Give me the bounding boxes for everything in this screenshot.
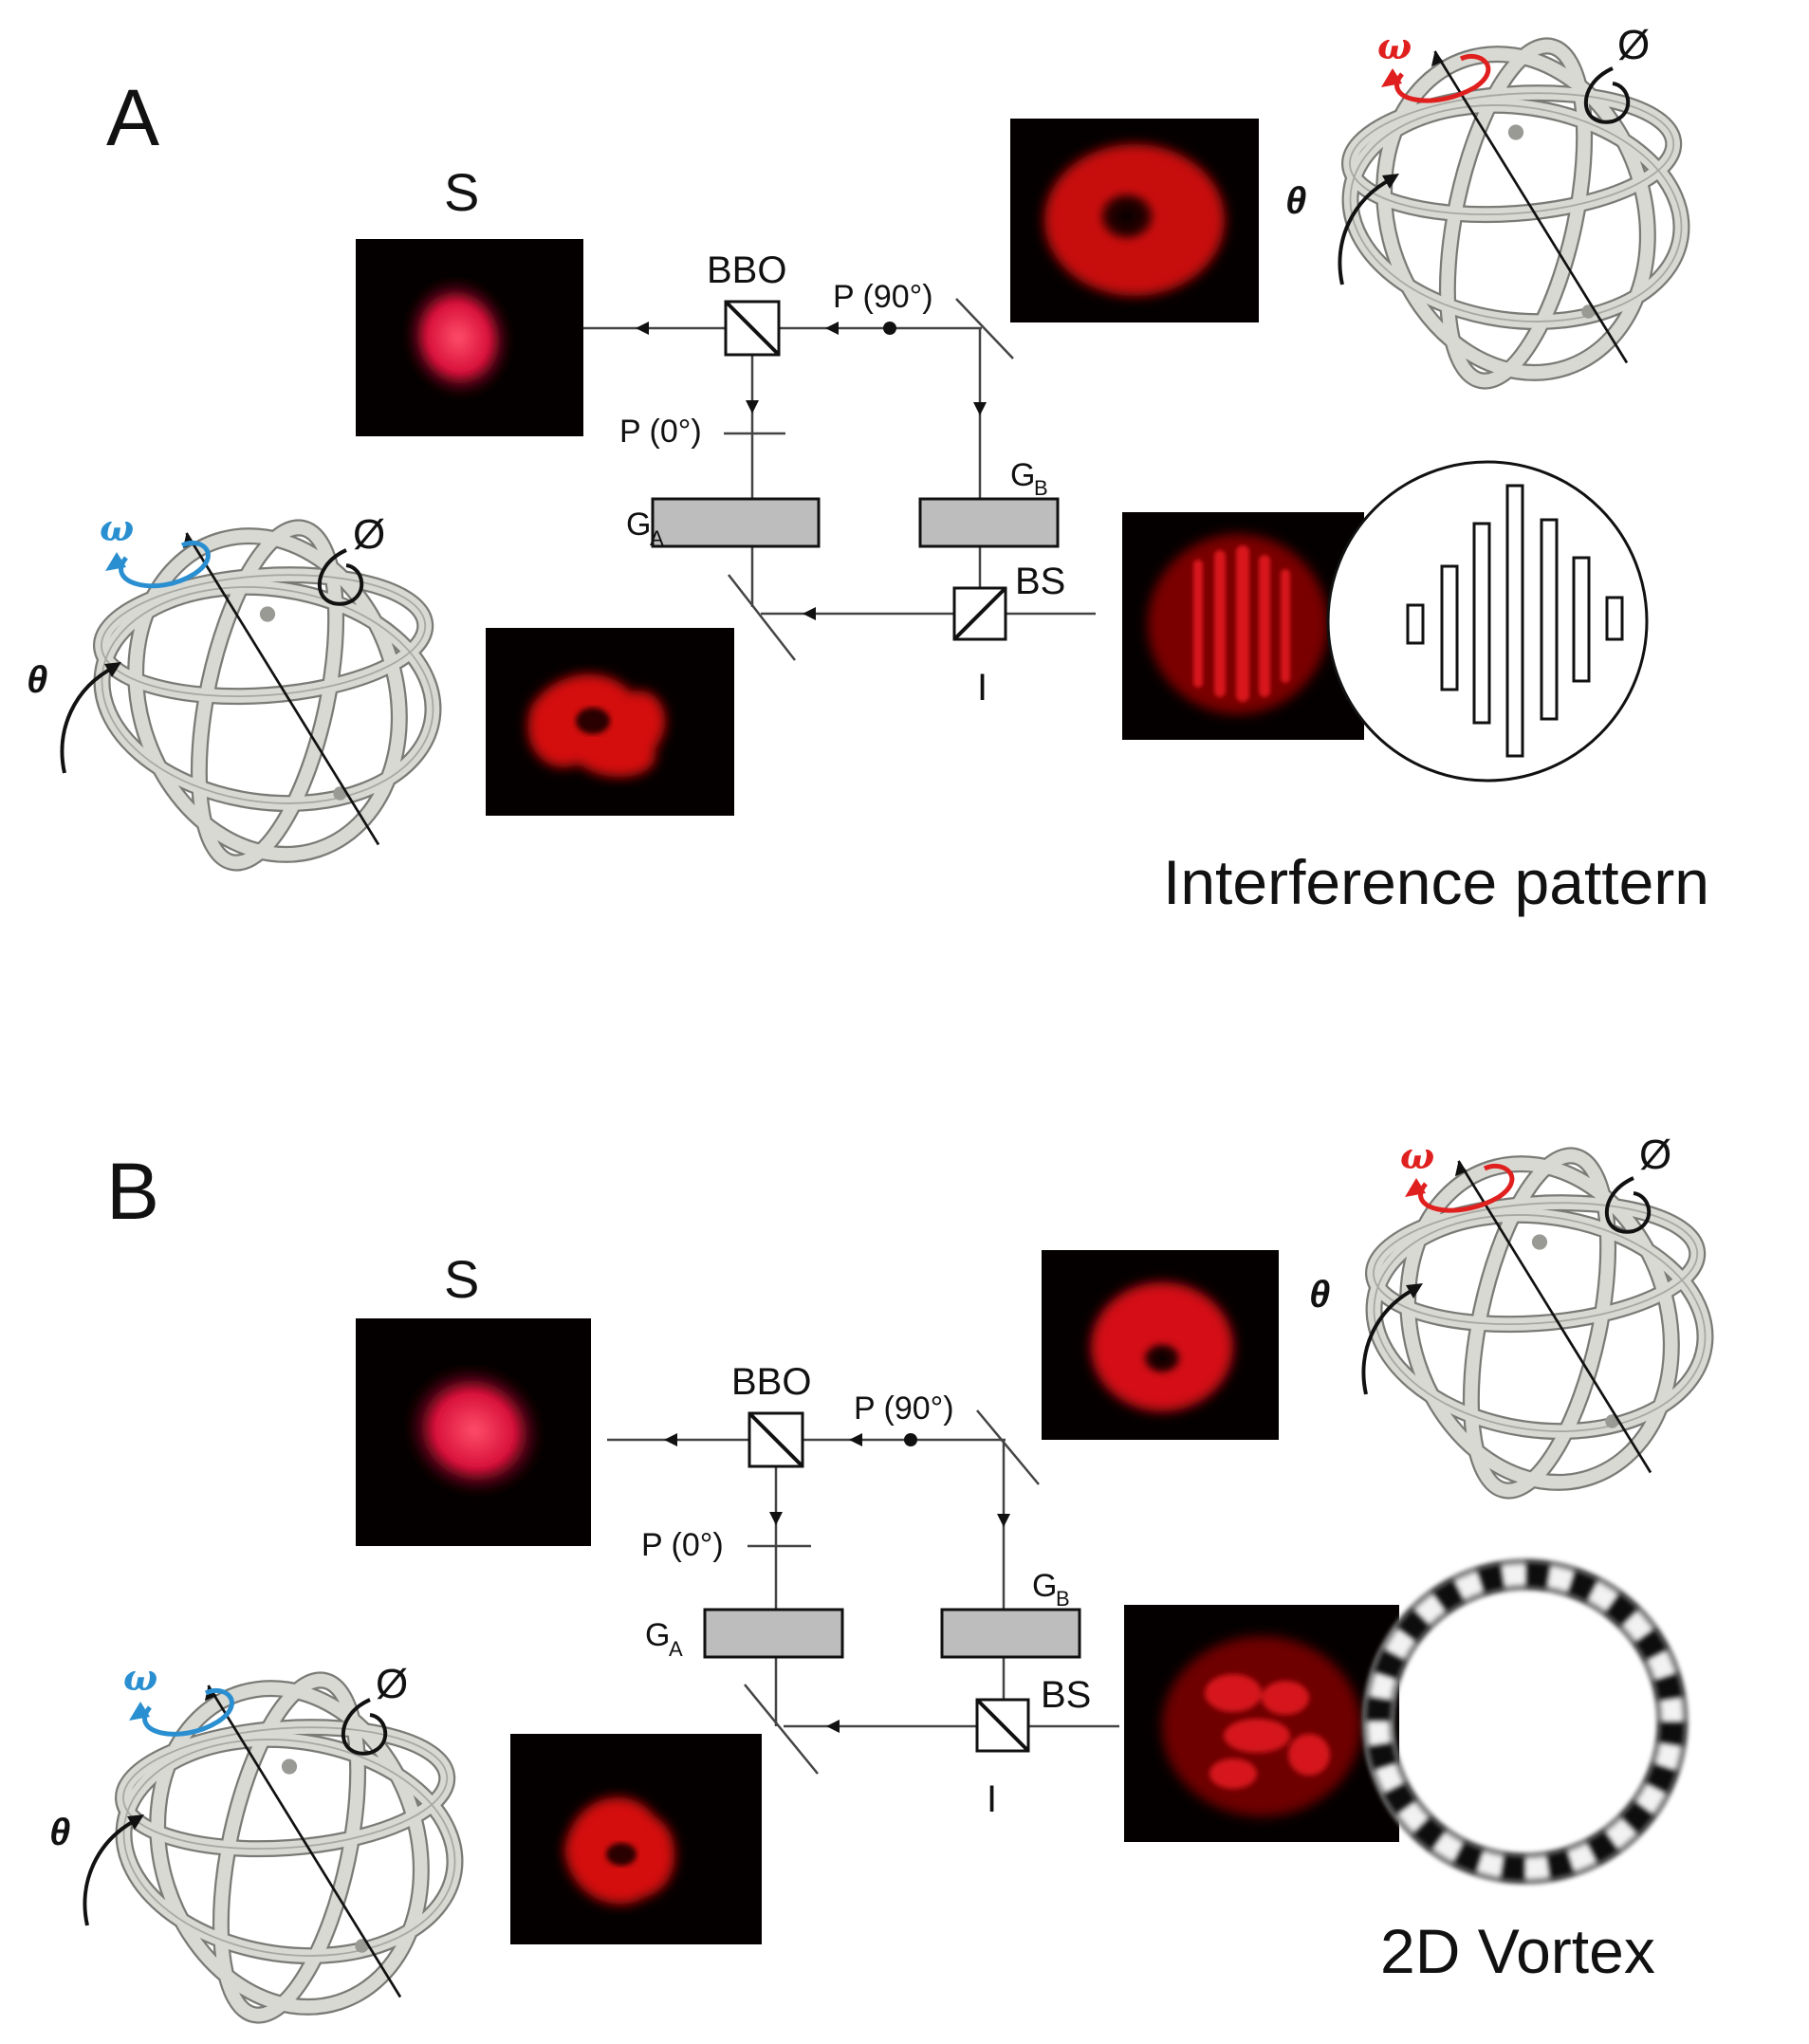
bbo-label: BBO (707, 249, 786, 291)
polarizer-signal-label: P (90°) (854, 1390, 954, 1427)
theta-rotation-arrow-bottom (83, 1817, 138, 1926)
optical-path (583, 298, 1096, 661)
grating-b (940, 1608, 1081, 1659)
bs-label: BS (1041, 1674, 1091, 1716)
theta-symbol-bottom: θ (49, 1812, 70, 1853)
polarizer-idler-label: P (0°) (641, 1527, 724, 1563)
phi-symbol: Ø (1617, 22, 1650, 68)
theta-rotation-arrow-bottom (60, 665, 116, 774)
vortex-ring-schematic (1362, 1558, 1689, 1885)
detected-beam-image (1124, 1605, 1399, 1842)
panel-a: A S BBO P (90°) P (0°) (27, 20, 1709, 917)
signal-beam-image (1010, 119, 1259, 322)
grating-a-label: G (645, 1617, 670, 1653)
source-label: S (444, 1249, 479, 1309)
orientation-sphere-bottom (88, 502, 448, 890)
theta-symbol-bottom: θ (27, 659, 47, 701)
detected-beam-image (1122, 512, 1364, 740)
interference-pattern-schematic (1326, 460, 1649, 783)
theta-rotation-arrow (1338, 176, 1394, 285)
optical-path (607, 1409, 1119, 1775)
output-label: I (977, 667, 988, 709)
omega-symbol: ω (1400, 1134, 1434, 1177)
omega-rotation-arrow-blue (142, 1687, 234, 1737)
source-label: S (444, 162, 479, 222)
mirror-top (955, 298, 1014, 359)
omega-symbol: ω (1377, 25, 1412, 67)
grating-a (651, 497, 821, 548)
output-label: I (987, 1778, 997, 1820)
omega-symbol-blue: ω (123, 1656, 157, 1699)
signal-beam-image (1042, 1250, 1279, 1440)
idler-beam-image (486, 628, 734, 816)
mirror-top (976, 1409, 1040, 1485)
omega-rotation-arrow (1394, 53, 1491, 103)
grating-b-label: G (1010, 457, 1035, 493)
theta-symbol: θ (1309, 1274, 1330, 1316)
polarization-dot (883, 322, 896, 335)
omega-rotation-arrow (1418, 1163, 1515, 1213)
polarizer-idler-label: P (0°) (619, 414, 702, 450)
source-beam-image (356, 1318, 591, 1546)
panel-letter: A (106, 73, 159, 162)
panel-letter: B (106, 1147, 159, 1236)
grating-a (703, 1608, 844, 1659)
phi-symbol-bottom: Ø (376, 1661, 408, 1707)
pattern-caption: 2D Vortex (1380, 1916, 1655, 1986)
phi-rotation-arrow-bottom (317, 548, 364, 606)
bs-label: BS (1015, 561, 1065, 602)
grating-b (918, 497, 1060, 548)
mirror-bottom (744, 1684, 819, 1775)
grating-b-subscript: B (1056, 1587, 1070, 1611)
bbo-label: BBO (731, 1361, 811, 1403)
grating-b-label: G (1032, 1568, 1057, 1604)
polarization-dot (904, 1433, 917, 1446)
phi-symbol-bottom: Ø (353, 511, 385, 558)
theta-rotation-arrow (1361, 1286, 1417, 1395)
panel-b: B S BBO P (90°) P (0°) G A (49, 1130, 1719, 2042)
source-beam-image (356, 239, 583, 436)
pattern-caption: Interference pattern (1163, 847, 1709, 917)
grating-a-subscript: A (669, 1637, 683, 1661)
phi-rotation-arrow-bottom (341, 1698, 388, 1756)
phi-rotation-arrow (1604, 1176, 1652, 1234)
orientation-sphere-bottom (110, 1654, 470, 2042)
grating-a-subscript: A (650, 526, 664, 550)
omega-rotation-arrow-blue (119, 540, 211, 589)
phi-symbol: Ø (1639, 1132, 1671, 1178)
omega-symbol-blue: ω (100, 506, 134, 549)
phi-rotation-arrow (1583, 66, 1631, 124)
grating-a-label: G (626, 506, 651, 543)
theta-symbol: θ (1285, 180, 1306, 222)
mirror-bottom (728, 574, 796, 661)
polarizer-signal-label: P (90°) (833, 279, 933, 315)
idler-beam-image (510, 1734, 762, 1944)
grating-b-subscript: B (1034, 476, 1048, 500)
